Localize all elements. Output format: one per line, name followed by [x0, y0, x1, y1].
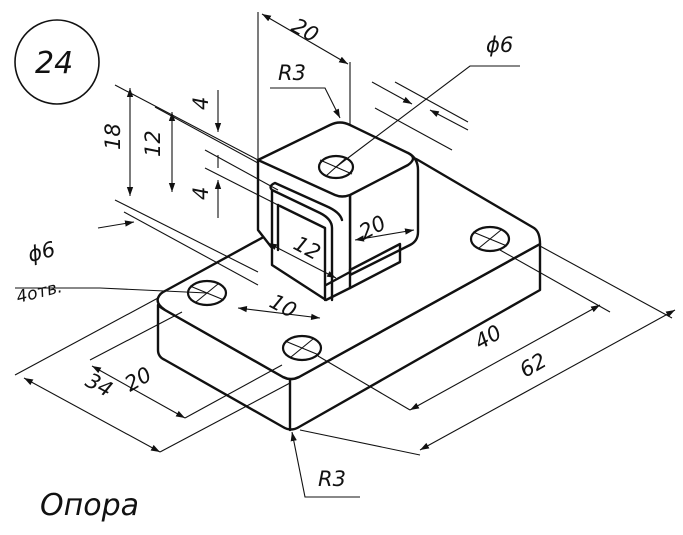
dim-base-holes-count: 4отв.: [14, 277, 64, 308]
drawing-number: 24: [35, 46, 73, 81]
dim-top-width: 20: [288, 13, 323, 47]
dim-length-total: 62: [516, 348, 551, 382]
dim-base-depth: 34: [82, 368, 117, 402]
dim-base-holes: ϕ6: [25, 237, 57, 267]
dimension-lines: [14, 12, 676, 498]
dim-top-hole: ϕ6: [486, 33, 513, 57]
drawing-number-badge: 24: [14, 19, 100, 105]
dim-slot-upper: 4: [189, 97, 213, 110]
dim-height-mid: 12: [141, 130, 165, 157]
dim-base-radius: R3: [318, 467, 346, 491]
boss-slot: [269, 181, 344, 302]
dim-base-inner: 20: [121, 362, 156, 396]
dim-height-total: 18: [101, 123, 125, 150]
dim-slot-lower: 4: [189, 187, 213, 200]
drawing-title: Опора: [40, 488, 139, 523]
dim-top-radius: R3: [278, 61, 306, 85]
